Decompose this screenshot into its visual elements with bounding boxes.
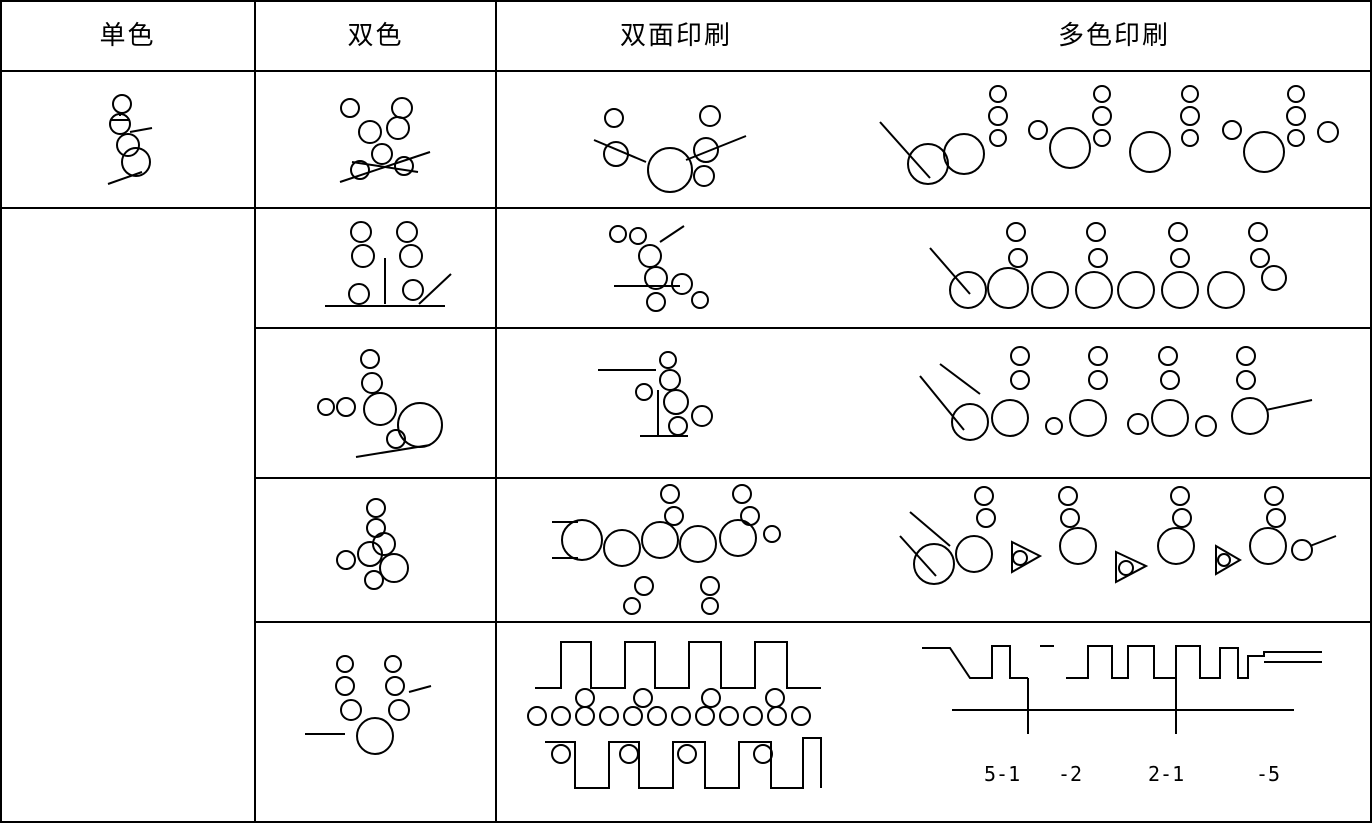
two-color-diagram-5	[305, 652, 435, 762]
multicolor-printing-diagram-3	[919, 342, 1320, 452]
duplex-printing-diagram-5	[525, 638, 835, 792]
diagram-label-2: -2	[1058, 762, 1083, 786]
multicolor-printing-diagram-2	[929, 218, 1310, 318]
duplex-printing-diagram-4	[552, 482, 792, 618]
single-color-diagram	[90, 90, 170, 190]
diagram-label-5-1: 5-1	[984, 762, 1021, 786]
duplex-printing-diagram	[586, 100, 756, 200]
header-duplex-printing: 双面印刷	[619, 21, 732, 51]
two-color-diagram-2	[325, 218, 455, 318]
diagram-label-5: -5	[1256, 762, 1281, 786]
header-multicolor-printing: 多色印刷	[1057, 21, 1170, 51]
duplex-printing-diagram-2	[600, 222, 720, 322]
duplex-printing-diagram-3	[598, 350, 718, 450]
two-color-diagram	[330, 92, 431, 192]
two-color-diagram-4	[330, 494, 420, 594]
multicolor-printing-diagram	[879, 82, 1350, 200]
multicolor-printing-diagram-4	[899, 484, 1340, 606]
header-single-color: 单色	[99, 21, 156, 51]
multicolor-printing-diagram-5	[918, 638, 1328, 748]
header-two-color: 双色	[347, 21, 404, 51]
diagram-label-2-1: 2-1	[1148, 762, 1185, 786]
two-color-diagram-3	[310, 345, 450, 465]
